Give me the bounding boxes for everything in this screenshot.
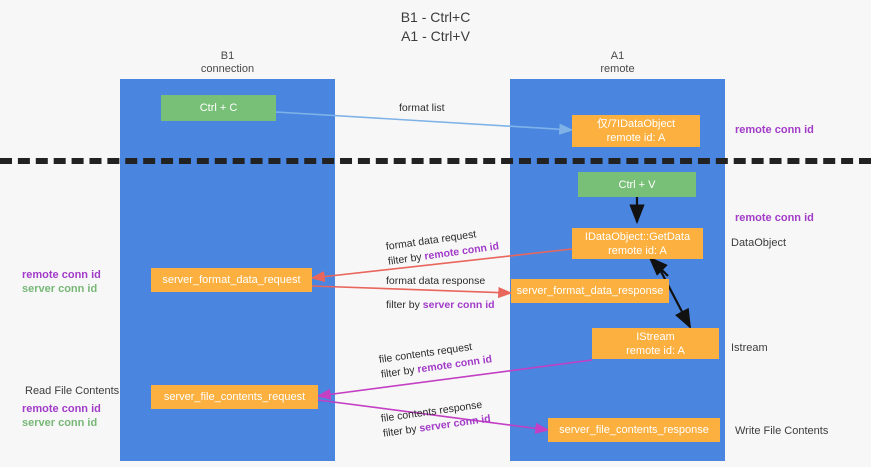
annotation-write-file-contents: Write File Contents [735,425,829,437]
node-file-resp-label: server_file_contents_response [559,424,709,436]
edge-file-contents-request [316,359,593,400]
swimlane-b1-name: B1 [220,50,235,62]
phase-divider [0,158,871,164]
edge-label-format-data-response: format data response filter by server co… [386,274,495,313]
node-ctrl-c[interactable]: Ctrl + C [161,95,276,121]
annotation-remote-conn-id-mid: remote conn id [735,212,814,224]
node-idataobject-remote-id: remote id: A [606,132,666,144]
node-server-file-contents-request[interactable]: server_file_contents_request [151,385,318,409]
annotation-read-file-contents: Read File Contents [25,385,120,397]
annotation-dataobject: DataObject [731,237,787,249]
annotation-left-remote-conn-id: remote conn id [22,269,101,281]
edge-label-format-list: format list [399,102,445,114]
swimlane-a1-name: A1 [610,50,625,62]
node-file-req-label: server_file_contents_request [163,391,306,403]
node-istream-remote-id: remote id: A [626,344,685,357]
edge-getdata-istream [654,259,692,329]
node-istream-label: IStream [636,330,675,343]
node-ctrl-c-label: Ctrl + C [199,102,238,114]
swimlane-a1-header: A1 remote [510,50,725,76]
node-idataobject[interactable]: 仅/7IDataObject remote id: A [572,115,700,147]
swimlane-b1-header: B1 connection [120,50,335,76]
node-idataobject-getdata[interactable]: IDataObject::GetData remote id: A [572,228,703,259]
node-server-file-contents-response[interactable]: server_file_contents_response [548,418,720,442]
title-line-2: A1 - Ctrl+V [401,28,470,44]
node-ctrl-v[interactable]: Ctrl + V [578,172,696,197]
edge-file-contents-response [317,399,550,434]
node-getdata-remote-id: remote id: A [608,244,667,257]
edge-format-data-request [310,248,573,283]
annotation-remote-conn-id-top: remote conn id [735,124,814,136]
node-fmt-req-label: server_format_data_request [162,274,301,286]
node-server-format-data-response[interactable]: server_format_data_response [511,279,669,303]
fmt-resp-line1: format data response [386,275,486,287]
node-istream[interactable]: IStream remote id: A [592,328,719,359]
annotation-left-remote-conn-id-2: remote conn id [22,403,101,415]
annotation-istream: Istream [731,342,768,354]
swimlane-b1-sub: connection [200,63,255,75]
edge-format-list [275,111,574,135]
node-getdata-label: IDataObject::GetData [584,230,691,243]
fmt-resp-line2: filter by server conn id [386,299,495,311]
annotation-left-server-conn-id-2: server conn id [22,417,98,429]
page-title: B1 - Ctrl+C A1 - Ctrl+V [0,8,871,46]
node-server-format-data-request[interactable]: server_format_data_request [151,268,312,292]
node-idataobject-label: 仅/7IDataObject [596,118,676,130]
annotation-left-server-conn-id: server conn id [22,283,98,295]
title-line-1: B1 - Ctrl+C [400,9,471,25]
node-fmt-resp-label: server_format_data_response [516,285,664,297]
edge-format-data-response [311,285,513,299]
node-ctrl-v-label: Ctrl + V [618,178,656,191]
annotation-conn-ids-upper: remote conn id server conn id [22,268,101,296]
swimlane-a1-sub: remote [600,63,635,75]
annotation-conn-ids-lower: remote conn id server conn id [22,402,101,430]
